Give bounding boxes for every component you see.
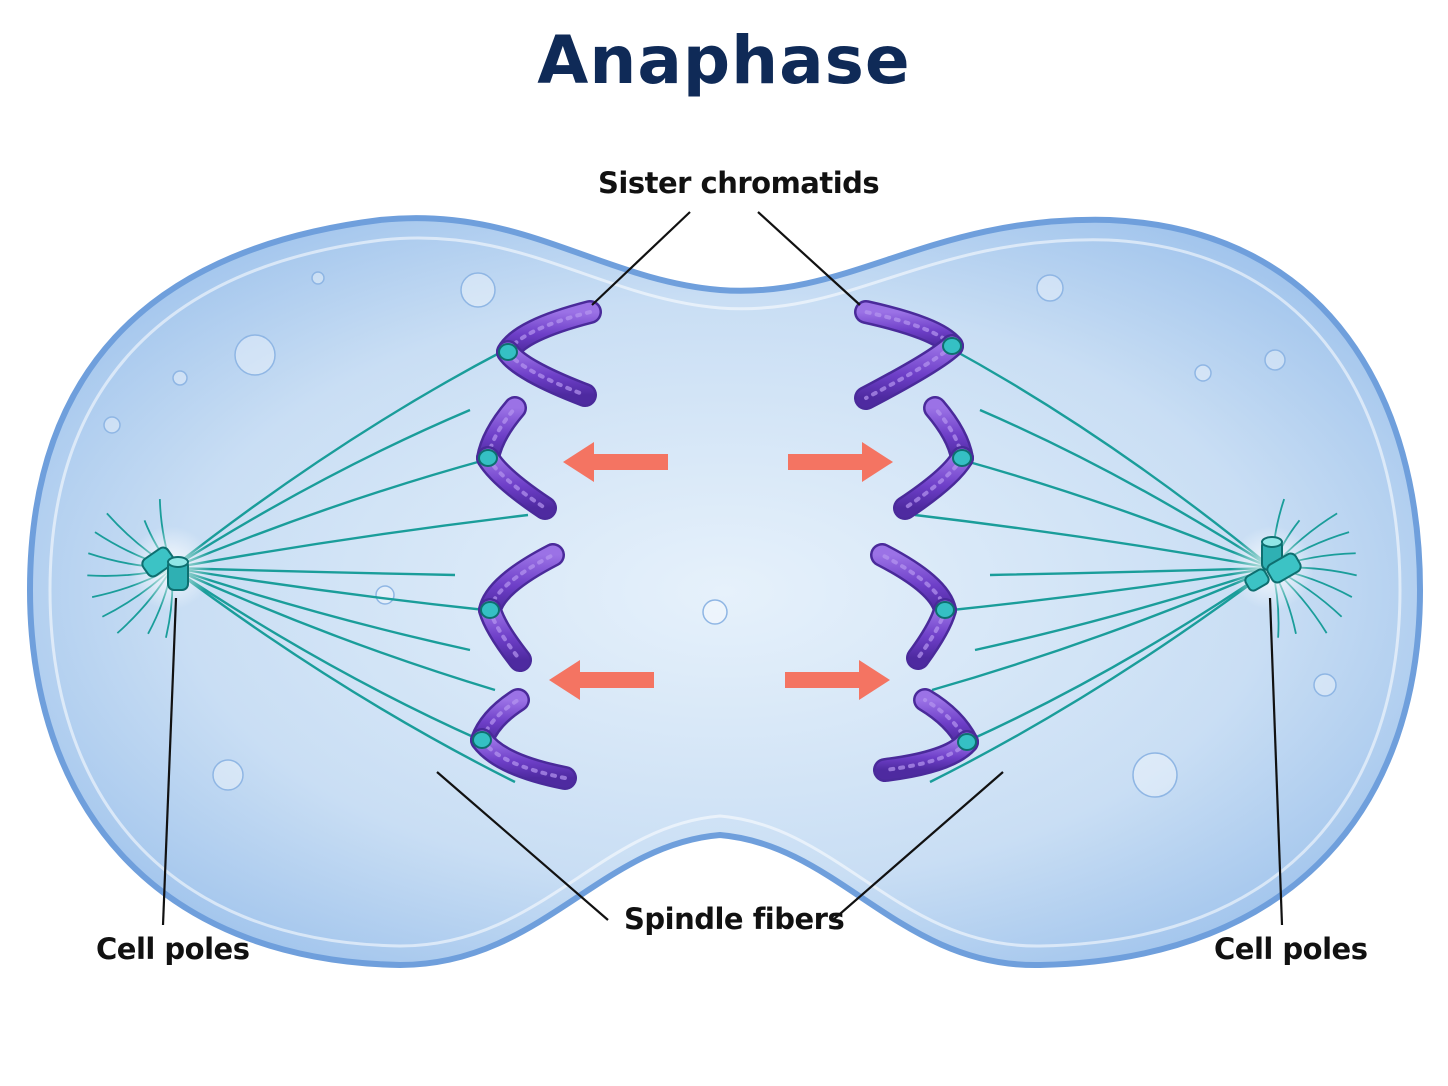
vesicle xyxy=(311,271,325,285)
leader-sister-chromatids-right xyxy=(757,211,861,306)
spindle-fiber xyxy=(171,567,481,742)
vesicle xyxy=(212,759,244,791)
chromatid-texture xyxy=(506,310,592,354)
spindle-fiber xyxy=(929,567,1273,784)
leader-sister-chromatids-left xyxy=(591,211,691,306)
spindle-fiber xyxy=(979,408,1273,570)
centromere xyxy=(952,449,972,467)
centromere xyxy=(498,343,518,361)
spindle-fiber xyxy=(171,567,516,784)
vesicle xyxy=(1194,364,1212,382)
vesicle xyxy=(1313,673,1337,697)
label-sister-chromatids: Sister chromatids xyxy=(598,166,880,200)
chromatid-texture xyxy=(864,344,954,400)
arrow-left-lower-icon xyxy=(549,660,654,700)
label-spindle-fibers: Spindle fibers xyxy=(624,902,845,936)
spindle-fiber xyxy=(171,458,486,570)
movement-arrows xyxy=(549,442,893,700)
spindle-fiber xyxy=(961,458,1273,570)
left-centrosome-icon xyxy=(141,546,189,591)
chromatid-texture xyxy=(883,740,969,772)
spindle-fiber xyxy=(171,348,506,569)
leader-spindle-fibers-left xyxy=(436,771,609,921)
vesicle xyxy=(702,599,728,625)
arrow-left-upper-icon xyxy=(563,442,668,482)
vesicle xyxy=(1132,752,1178,798)
vesicle xyxy=(234,334,276,376)
spindle-fiber xyxy=(171,566,486,612)
vesicle xyxy=(172,370,188,386)
chromatids xyxy=(470,300,979,790)
leader-spindle-fibers-right xyxy=(832,771,1004,921)
vesicle xyxy=(375,585,395,605)
right-spindle-apparatus xyxy=(914,346,1357,784)
spindle-fiber xyxy=(914,513,1273,570)
leader-cell-poles-right xyxy=(1268,597,1284,926)
vesicles xyxy=(103,271,1337,798)
chromatid-texture xyxy=(480,738,567,780)
page-title: Anaphase xyxy=(537,22,911,99)
right-centrosome-icon xyxy=(1244,536,1302,592)
spindle-fiber xyxy=(969,567,1273,742)
centromere xyxy=(472,731,492,749)
spindle-fiber xyxy=(171,408,471,570)
chromatid-texture xyxy=(880,553,947,612)
centromere xyxy=(935,601,955,619)
arrow-right-upper-icon xyxy=(788,442,893,482)
cell-inner-edge xyxy=(48,236,1402,948)
chromatid-texture xyxy=(488,553,555,612)
vesicle xyxy=(1036,274,1064,302)
vesicle xyxy=(1264,349,1286,371)
centromere xyxy=(957,733,977,751)
centromere xyxy=(478,449,498,467)
arrow-right-lower-icon xyxy=(785,660,890,700)
centromere xyxy=(480,601,500,619)
vesicle xyxy=(460,272,496,308)
spindle-fiber xyxy=(171,566,471,652)
leader-cell-poles-left xyxy=(161,597,178,926)
spindle-fiber xyxy=(171,513,529,570)
spindle-fiber xyxy=(949,346,1273,569)
vesicle xyxy=(103,416,121,434)
chromatid-texture xyxy=(864,310,954,348)
label-cell-poles-left: Cell poles xyxy=(96,932,250,966)
centromere xyxy=(942,337,962,355)
spindle-fiber xyxy=(931,566,1273,692)
label-cell-poles-right: Cell poles xyxy=(1214,932,1368,966)
leader-lines xyxy=(161,211,1284,926)
spindle-fiber xyxy=(171,566,496,692)
cell-membrane xyxy=(26,215,1424,969)
